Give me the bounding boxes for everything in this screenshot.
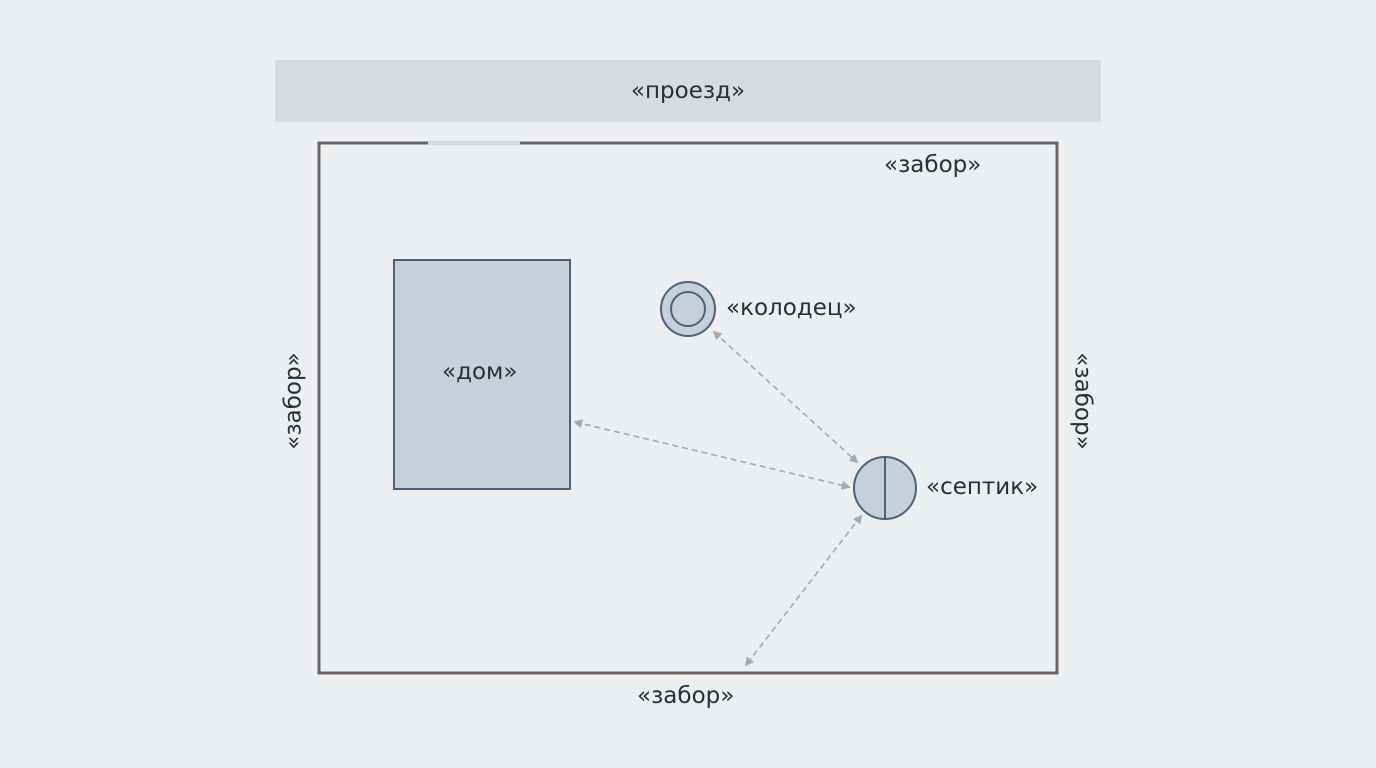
house-shape xyxy=(393,259,571,490)
driveway-label: «проезд» xyxy=(630,77,746,104)
driveway: «проезд» xyxy=(275,60,1101,122)
septic-label: «септик» xyxy=(926,474,1039,500)
fence-left-label: «забор» xyxy=(280,352,307,450)
arrow-house-septic xyxy=(573,419,851,490)
well-label: «колодец» xyxy=(726,295,857,321)
fence-top-label: «забор» xyxy=(884,152,982,178)
arrow-septic-fence xyxy=(744,514,863,667)
well-inner-ring xyxy=(670,291,706,327)
well-icon xyxy=(660,281,716,337)
arrow-well-septic xyxy=(712,330,859,464)
fence-outline xyxy=(317,141,1059,675)
fence-right-label: «забор» xyxy=(1069,352,1096,450)
house-label: «дом» xyxy=(442,359,518,385)
fence-bottom-label: «забор» xyxy=(637,683,735,709)
